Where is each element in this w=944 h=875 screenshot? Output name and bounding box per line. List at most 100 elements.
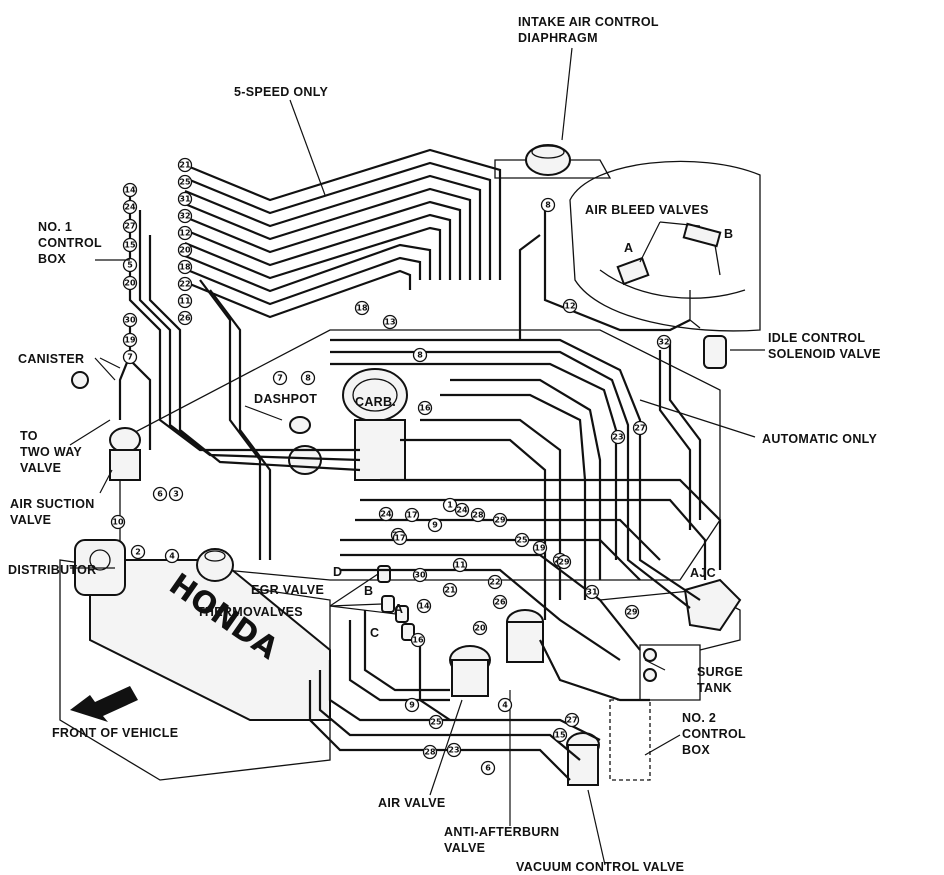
- hose-number-label: 31: [586, 588, 598, 597]
- label-front-of-vehicle: FRONT OF VEHICLE: [52, 726, 179, 740]
- hose-number-marker: 6: [152, 486, 168, 502]
- hose-number-label: 24: [124, 203, 136, 212]
- hose-number-label: 22: [489, 578, 500, 587]
- hose-number-marker: 22: [177, 276, 193, 292]
- hose-number-marker: 29: [492, 512, 508, 528]
- label-valve-a: A: [624, 241, 634, 255]
- hose-number-label: 27: [634, 424, 645, 433]
- hose-number-marker: 24: [122, 199, 138, 215]
- hose-number-marker: 31: [177, 191, 193, 207]
- hose-number-label: 10: [112, 518, 124, 527]
- hose-number-label: 25: [516, 536, 528, 545]
- hose-number-marker: 25: [514, 532, 530, 548]
- hose-number-marker: 20: [177, 242, 193, 258]
- label-thermovalves: THERMOVALVES: [197, 605, 303, 619]
- hose-number-marker: 7: [122, 349, 138, 365]
- hose-number-marker: 25: [177, 174, 193, 190]
- hose-number-label: 16: [412, 636, 424, 645]
- hose-number-marker: 22: [487, 574, 503, 590]
- hose-number-marker: 18: [177, 259, 193, 275]
- hose-number-marker: 14: [122, 182, 138, 198]
- hose-number-marker: 4: [497, 697, 513, 713]
- hose-number-marker: 17: [392, 530, 408, 546]
- hose-number-marker: 16: [417, 400, 433, 416]
- hose-number-marker: 11: [452, 557, 468, 573]
- label-anti-afterburn-valve: ANTI-AFTERBURN VALVE: [444, 825, 560, 855]
- hose-number-marker: 4: [164, 548, 180, 564]
- hose-number-label: 23: [448, 746, 459, 755]
- hose-number-label: 20: [179, 246, 191, 255]
- hose-number-label: 11: [179, 297, 191, 306]
- hose-number-marker: 6: [480, 760, 496, 776]
- hose-bundle-right: [518, 210, 702, 530]
- hose-number-marker: 28: [470, 507, 486, 523]
- canister-connector: [71, 357, 116, 389]
- hose-number-marker: 19: [122, 332, 138, 348]
- idle-control-solenoid-valve: [689, 290, 765, 369]
- intake-air-control-diaphragm: [525, 47, 573, 176]
- egr-valve: [196, 548, 234, 582]
- hose-number-label: 8: [545, 201, 551, 210]
- hose-number-label: 6: [157, 490, 163, 499]
- label-thermovalve-a: A: [394, 602, 404, 616]
- hose-number-marker: 27: [122, 218, 138, 234]
- hose-number-marker: 5: [122, 257, 138, 273]
- label-surge-tank: SURGE TANK: [697, 665, 743, 695]
- hose-number-label: 12: [564, 302, 575, 311]
- hose-number-marker: 24: [378, 506, 394, 522]
- hose-number-marker: 2: [130, 544, 146, 560]
- hose-number-label: 5: [127, 261, 133, 270]
- hose-number-label: 32: [658, 338, 669, 347]
- label-egr-valve: EGR VALVE: [251, 583, 325, 597]
- hose-number-label: 24: [380, 510, 392, 519]
- label-carb: CARB.: [355, 395, 397, 409]
- hose-number-label: 21: [444, 586, 456, 595]
- hose-number-marker: 30: [122, 312, 138, 328]
- hose-number-label: 8: [417, 351, 423, 360]
- label-thermovalve-b: B: [364, 584, 374, 598]
- hose-number-label: 29: [558, 558, 570, 567]
- hose-number-label: 20: [124, 279, 136, 288]
- hose-number-marker: 32: [656, 334, 672, 350]
- hose-number-label: 28: [424, 748, 436, 757]
- air-suction-valve: [109, 427, 141, 481]
- hose-number-marker: 28: [422, 744, 438, 760]
- hose-number-label: 13: [384, 318, 395, 327]
- hose-number-marker: 19: [532, 540, 548, 556]
- hose-number-label: 20: [474, 624, 486, 633]
- hose-number-label: 14: [124, 186, 136, 195]
- hose-number-label: 21: [179, 161, 191, 170]
- label-air-valve: AIR VALVE: [378, 796, 446, 810]
- hose-bundle-left: [118, 185, 361, 560]
- label-intake-air-control-diaphragm: INTAKE AIR CONTROL DIAPHRAGM: [518, 15, 659, 45]
- hose-number-label: 2: [135, 548, 141, 557]
- hose-number-label: 25: [430, 718, 442, 727]
- label-thermovalve-c: C: [370, 626, 380, 640]
- hose-number-marker: 30: [412, 567, 428, 583]
- vacuum-control-valve: [566, 732, 606, 866]
- label-vacuum-control-valve: VACUUM CONTROL VALVE: [516, 860, 685, 874]
- hose-number-marker: 8: [540, 197, 556, 213]
- hose-number-marker: 20: [122, 275, 138, 291]
- hose-number-label: 1: [447, 501, 453, 510]
- label-to-two-way-valve: TO TWO WAY VALVE: [20, 429, 83, 475]
- hose-number-label: 12: [179, 229, 190, 238]
- label-idle-control-solenoid-valve: IDLE CONTROL SOLENOID VALVE: [768, 331, 881, 361]
- hose-number-marker: 29: [556, 554, 572, 570]
- thermovalves: [329, 565, 415, 641]
- hose-number-label: 30: [124, 316, 136, 325]
- distributor: [70, 539, 126, 596]
- hose-number-marker: 11: [177, 293, 193, 309]
- hose-number-label: 4: [169, 552, 175, 561]
- hose-number-marker: 26: [492, 594, 508, 610]
- surge-tank: [639, 644, 701, 701]
- hose-number-marker: 14: [416, 598, 432, 614]
- hose-number-marker: 25: [428, 714, 444, 730]
- ajc-unit: [683, 578, 742, 632]
- label-dashpot: DASHPOT: [254, 392, 318, 406]
- hose-number-marker: 24: [454, 502, 470, 518]
- hose-number-marker: 3: [168, 486, 184, 502]
- hose-number-marker: 26: [177, 310, 193, 326]
- hose-number-label: 25: [179, 178, 191, 187]
